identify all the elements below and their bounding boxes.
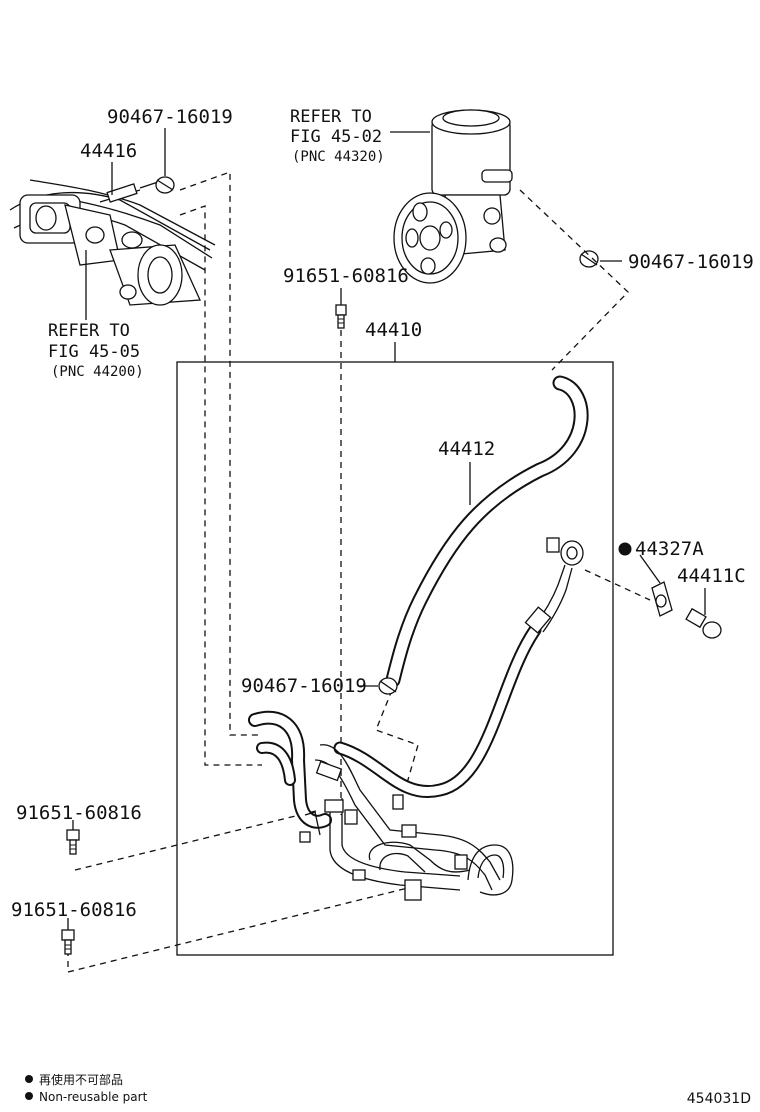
steering-gear-drawing (9, 179, 216, 306)
label-assembly: 44410 (365, 319, 422, 341)
dashed-references (67, 171, 651, 973)
union-bolt (685, 607, 722, 639)
label-refer-pump-line2: FIG 45-02 (290, 127, 382, 147)
leader-gasket (639, 554, 661, 584)
label-refer-gear-line2: FIG 45-05 (48, 342, 140, 362)
gasket (651, 581, 673, 617)
return-hose (385, 375, 589, 688)
legend-text-jp: 再使用不可部品 (39, 1072, 123, 1087)
non-reusable-mark (618, 542, 632, 556)
label-gasket: 44327A (635, 538, 704, 560)
label-refer-pump-line1: REFER TO (290, 107, 372, 127)
label-refer-gear-line3: (PNC 44200) (51, 364, 144, 380)
label-clip-top-left: 90467-16019 (107, 106, 233, 128)
label-refer-pump-line3: (PNC 44320) (292, 149, 385, 165)
bolt-top (335, 304, 347, 329)
legend-text-en: Non-reusable part (39, 1090, 148, 1104)
pressure-hose (333, 537, 584, 798)
label-union-bolt: 44411C (677, 565, 746, 587)
clip-middle (378, 677, 398, 695)
legend-bullet-jp (25, 1075, 33, 1083)
label-bolt-left-lower: 91651-60816 (11, 899, 137, 921)
bolt-left-lower (61, 929, 75, 955)
label-bolt-top: 91651-60816 (283, 265, 409, 287)
clip-gear (155, 176, 175, 194)
legend-bullet-en (25, 1092, 33, 1100)
label-hose-return: 44412 (438, 438, 495, 460)
figure-code: 454031D (687, 1091, 751, 1107)
label-clip-pump: 90467-16019 (628, 251, 754, 273)
label-part-44416: 44416 (80, 140, 137, 162)
tube-assembly (248, 710, 514, 901)
label-refer-gear-line1: REFER TO (48, 321, 130, 341)
clip-pump (579, 250, 599, 268)
bolt-left-upper (66, 829, 80, 855)
pump-drawing (393, 109, 513, 284)
label-bolt-left-upper: 91651-60816 (16, 802, 142, 824)
label-clip-middle: 90467-16019 (241, 675, 367, 697)
